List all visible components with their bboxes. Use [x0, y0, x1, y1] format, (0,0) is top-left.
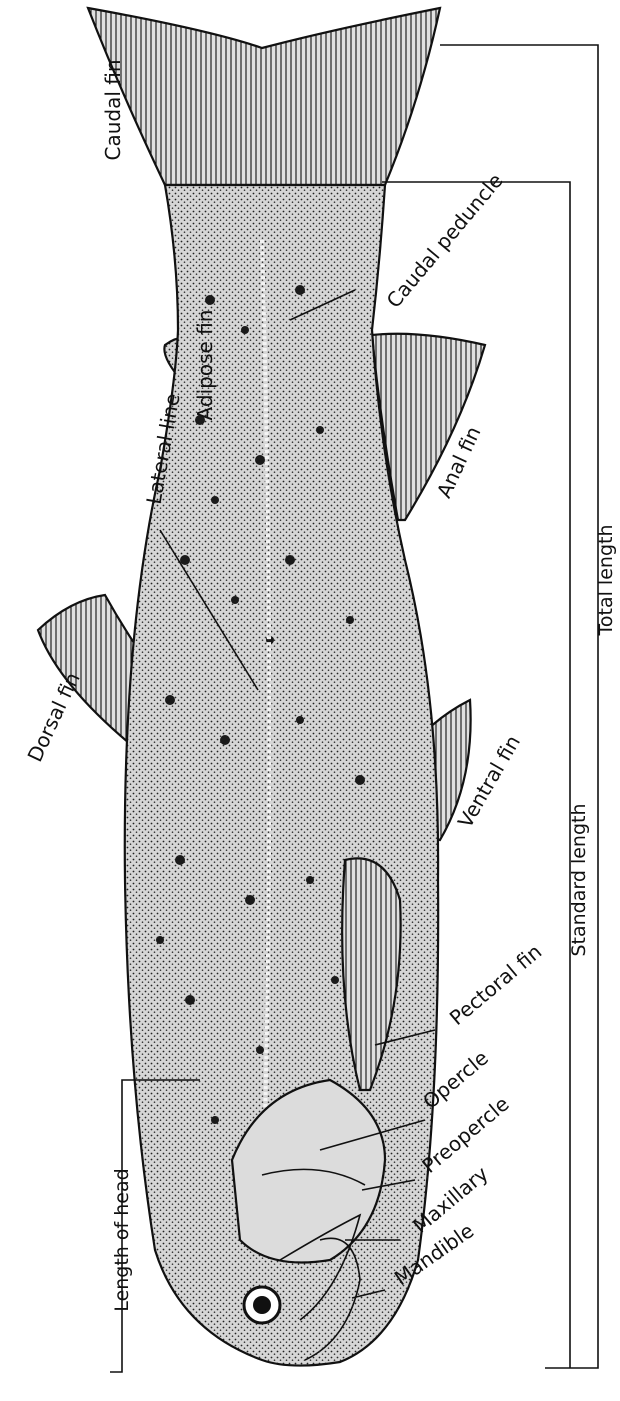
label-pectoral-fin: Pectoral fin: [445, 939, 547, 1030]
label-standard-length: Standard length: [568, 803, 590, 956]
label-length-of-head: Length of head: [111, 1168, 133, 1311]
label-dorsal-fin: Dorsal fin: [23, 669, 85, 766]
pupil: [253, 1296, 271, 1314]
label-caudal-fin: Caudal fin: [101, 59, 125, 160]
label-total-length: Total length: [595, 525, 617, 637]
label-adipose-fin: Adipose fin: [193, 310, 217, 421]
caudal-fin-shape: [88, 8, 440, 185]
label-caudal-peduncle: Caudal peduncle: [382, 169, 508, 313]
